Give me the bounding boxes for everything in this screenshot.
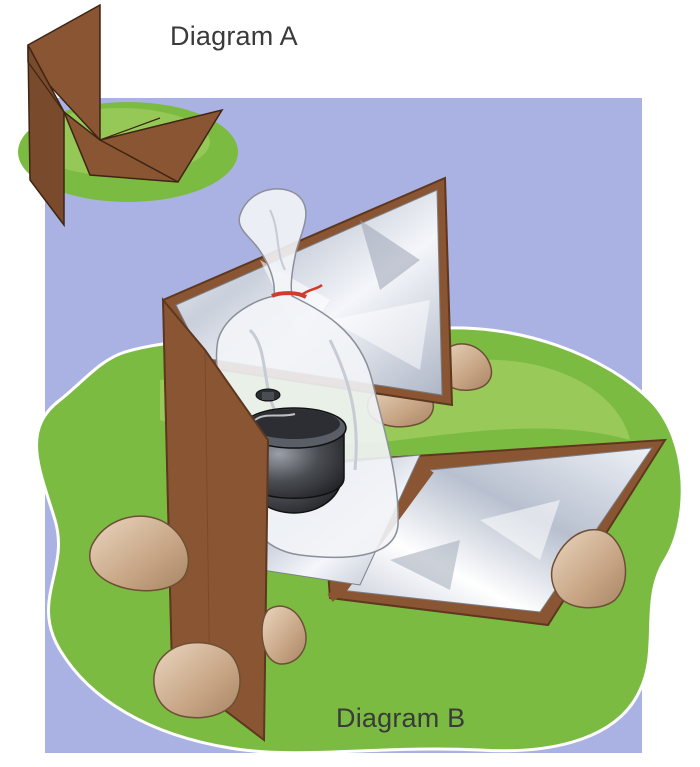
rock-icon [154, 643, 240, 718]
diagram-a-label: Diagram A [170, 21, 298, 52]
diagram-b-label: Diagram B [336, 703, 465, 734]
